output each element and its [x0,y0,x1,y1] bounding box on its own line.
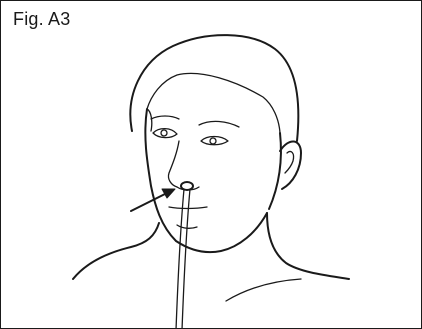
hair-outline [130,35,298,141]
left-eyebrow [151,116,179,119]
neck-left [73,223,159,279]
neck-right [267,213,349,279]
nose-bridge [168,141,179,187]
left-pupil [161,130,167,136]
arrow-head [162,189,175,198]
arrow-shaft [131,192,169,211]
tube-line-right [182,189,190,329]
collarbone [226,279,301,301]
ear-inner [285,151,294,173]
nostril-cannula-tip [181,182,193,190]
right-pupil [210,138,216,144]
right-eyebrow [199,121,239,127]
hairline [147,73,280,133]
face-right-contour [269,133,281,209]
hair-strand [147,109,152,131]
